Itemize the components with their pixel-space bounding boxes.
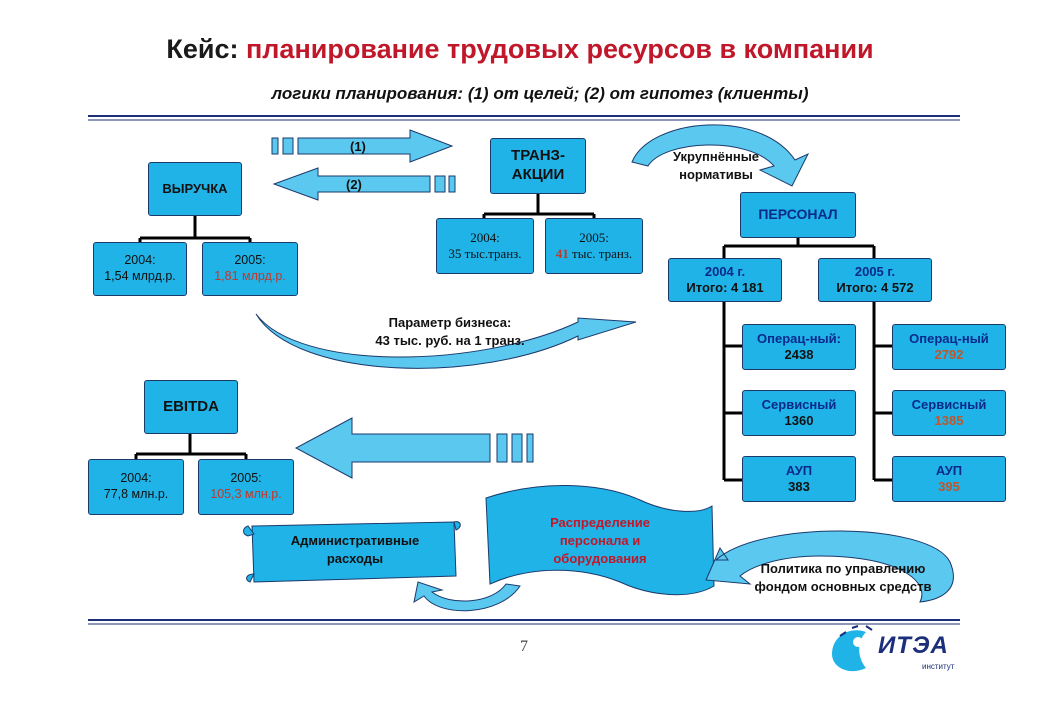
revenue-2004-label: 2004:	[124, 253, 156, 268]
ebitda-2004-value: 77,8 млн.р.	[103, 487, 169, 501]
ebitda-title: EBITDA	[163, 397, 219, 415]
backward-arrow-label: (2)	[346, 177, 362, 192]
service-2004-label: Сервисный	[761, 396, 837, 412]
service-2005-box: Сервисный 1385	[892, 390, 1006, 436]
admin-curved-arrow	[413, 581, 521, 612]
distribution-banner	[485, 484, 715, 596]
personnel-2005-line-2: Итого: 4 572	[836, 280, 914, 295]
personnel-2005-line-1: 2005 г.	[854, 263, 896, 279]
ops-2005-label: Операц-ный	[909, 330, 989, 346]
ops-2005-value: 2792	[934, 347, 964, 362]
business-param-line-1: Параметр бизнеса:	[388, 315, 512, 330]
admin-line-2: расходы	[326, 551, 384, 567]
service-2004-value: 1360	[784, 413, 814, 428]
transactions-2005-unit: тыс. транз.	[568, 246, 633, 261]
transactions-title-2: АКЦИИ	[511, 166, 565, 183]
personnel-2004-line-1: 2004 г.	[704, 263, 746, 279]
revenue-2004-value: 1,54 млрд.р.	[104, 269, 176, 283]
policy-label: Политика по управлению фондом основных с…	[720, 560, 966, 596]
aup-2005-value: 395	[938, 479, 960, 494]
revenue-2005-value: 1,81 млрд.р.	[214, 269, 286, 283]
title-rest: планирование трудовых ресурсов в компани…	[245, 34, 874, 64]
norms-label: Укрупнённые нормативы	[656, 148, 776, 184]
distribution-line-3: оборудования	[553, 551, 647, 567]
admin-label: Административные расходы	[262, 532, 448, 568]
service-2005-value: 1385	[934, 413, 964, 428]
title-lead: Кейс:	[166, 34, 239, 64]
admin-scroll	[243, 521, 461, 583]
aup-2005-label: АУП	[935, 462, 963, 478]
transactions-title-1: ТРАНЗ-	[511, 147, 565, 165]
personnel-2004-box: 2004 г. Итого: 4 181	[668, 258, 782, 302]
ebitda-connector	[134, 434, 248, 459]
service-2005-label: Сервисный	[911, 396, 987, 412]
policy-curved-arrow	[705, 530, 954, 603]
personnel-2005-box: 2005 г. Итого: 4 572	[818, 258, 932, 302]
policy-line-1: Политика по управлению	[760, 561, 926, 576]
policy-line-2: фондом основных средств	[754, 579, 932, 595]
ops-2004-box: Операц-ный: 2438	[742, 324, 856, 370]
business-param-label: Параметр бизнеса: 43 тыс. руб. на 1 тран…	[330, 314, 570, 350]
aup-2005-box: АУП 395	[892, 456, 1006, 502]
ebitda-2005-value: 105,3 млн.р.	[210, 487, 282, 501]
norms-curved-arrow	[631, 124, 810, 187]
transactions-2005-label: 2005:	[579, 229, 609, 245]
logo-text: ИТЭА	[878, 632, 949, 659]
personnel-2004-line-2: Итого: 4 181	[686, 280, 764, 295]
forward-arrow	[271, 129, 454, 163]
ebitda-arrow	[294, 417, 534, 479]
transactions-box: ТРАНЗ- АКЦИИ	[490, 138, 586, 194]
revenue-2004-box: 2004: 1,54 млрд.р.	[93, 242, 187, 296]
ops-2005-box: Операц-ный 2792	[892, 324, 1006, 370]
business-param-curved-arrow	[255, 313, 637, 369]
forward-arrow-label: (1)	[350, 139, 366, 154]
transactions-2005-value: 41 тыс. транз.	[556, 246, 632, 262]
norms-line-2: нормативы	[679, 167, 753, 183]
aup-2004-box: АУП 383	[742, 456, 856, 502]
revenue-box: ВЫРУЧКА	[148, 162, 242, 216]
transactions-2004-box: 2004: 35 тыс.транз.	[436, 218, 534, 274]
ops-2004-value: 2438	[784, 347, 814, 362]
transactions-2004-label: 2004:	[470, 229, 500, 245]
personnel-title: ПЕРСОНАЛ	[758, 206, 838, 223]
business-param-line-2: 43 тыс. руб. на 1 транз.	[375, 333, 525, 349]
distribution-line-1: Распределение	[550, 515, 650, 530]
ebitda-2005-box: 2005: 105,3 млн.р.	[198, 459, 294, 515]
transactions-connector	[482, 192, 596, 219]
transactions-2004-value: 35 тыс.транз.	[448, 246, 522, 261]
transactions-2005-box: 2005: 41 тыс. транз.	[545, 218, 643, 274]
ebitda-2004-label: 2004:	[120, 471, 152, 486]
service-2004-box: Сервисный 1360	[742, 390, 856, 436]
transactions-2005-num: 41	[555, 246, 569, 261]
distribution-label: Распределение персонала и оборудования	[520, 514, 680, 569]
aup-2004-value: 383	[788, 479, 810, 494]
revenue-connector	[138, 215, 252, 243]
ebitda-box: EBITDA	[144, 380, 238, 434]
distribution-line-2: персонала и	[559, 533, 641, 549]
backward-arrow	[272, 167, 456, 201]
revenue-2005-label: 2005:	[234, 253, 266, 268]
logo-caption: институт	[922, 662, 955, 671]
ebitda-2005-label: 2005:	[230, 471, 262, 486]
norms-line-1: Укрупнённые	[672, 149, 760, 164]
ops-2004-label: Операц-ный:	[757, 330, 841, 346]
personnel-connector	[722, 238, 892, 482]
revenue-title: ВЫРУЧКА	[162, 180, 228, 196]
logo-mark	[832, 625, 873, 672]
page-subtitle: логики планирования: (1) от целей; (2) о…	[271, 84, 809, 103]
aup-2004-label: АУП	[785, 462, 813, 478]
page-title: Кейс: планирование трудовых ресурсов в к…	[0, 34, 1040, 65]
ebitda-2004-box: 2004: 77,8 млн.р.	[88, 459, 184, 515]
personnel-box: ПЕРСОНАЛ	[740, 192, 856, 238]
revenue-2005-box: 2005: 1,81 млрд.р.	[202, 242, 298, 296]
admin-line-1: Административные	[290, 533, 420, 548]
page-number: 7	[520, 638, 528, 655]
